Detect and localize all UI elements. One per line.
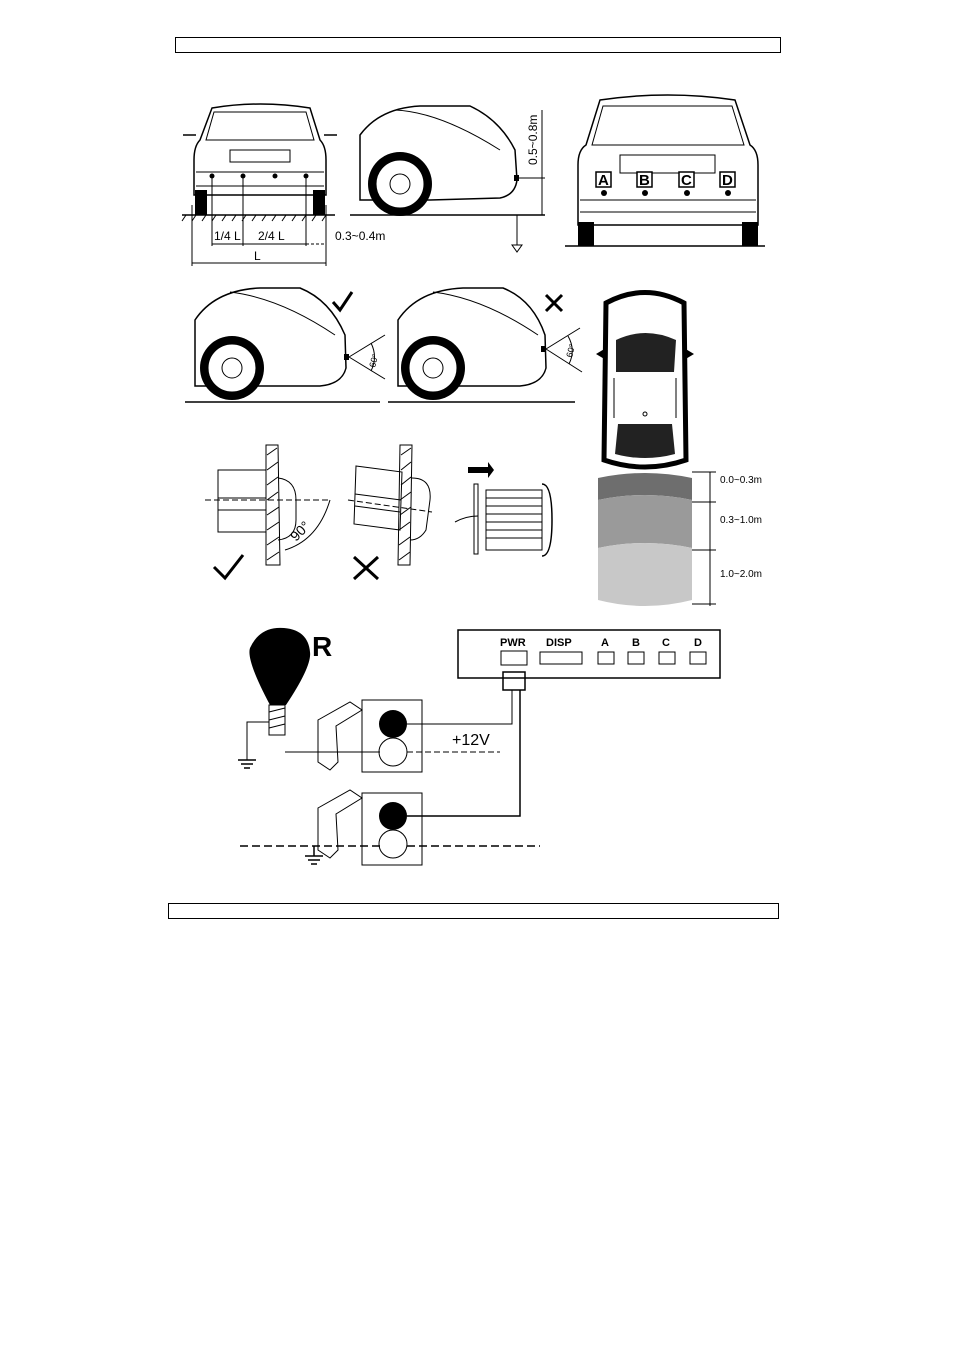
port-a-label: A: [601, 637, 609, 649]
angle-correct: 60°: [185, 288, 385, 402]
zone-near-label: 0.0~0.3m: [720, 475, 762, 486]
ground-icon: [238, 760, 256, 768]
sensor-label-a: A: [598, 172, 609, 189]
port-d-label: D: [694, 637, 702, 649]
port-b-label: B: [632, 637, 640, 649]
angle-wrong: 60°: [388, 288, 582, 402]
sensor-perpendicular: 90°: [205, 445, 330, 578]
wiring-diagram: R PWR DISP A B C D +12V: [238, 628, 720, 865]
check-icon: [333, 292, 352, 310]
reverse-bulb-icon: [249, 628, 310, 705]
zone-far-label: 1.0~2.0m: [720, 569, 762, 580]
zone-mid-label: 0.3~1.0m: [720, 515, 762, 526]
rear-view-car-spacing: 1/4 L 2/4 L 0.3~0.4m L: [182, 104, 385, 266]
port-disp-label: DISP: [546, 637, 572, 649]
port-pwr-label: PWR: [500, 637, 526, 649]
sensor-label-d: D: [722, 172, 733, 189]
voltage-label: +12V: [452, 732, 490, 749]
angle-correct-label: 60°: [367, 352, 380, 368]
reverse-label: R: [312, 631, 332, 662]
sensor-label-c: C: [681, 172, 692, 189]
mount-height-label: 0.5~0.8m: [526, 115, 540, 165]
ground-icon: [305, 846, 323, 864]
check-icon: [214, 555, 243, 578]
top-view-detection-zones: 0.0~0.3m 0.3~1.0m 1.0~2.0m: [596, 293, 762, 607]
control-unit: [458, 630, 720, 678]
length-label: L: [254, 249, 261, 263]
rear-view-sensor-letters: A B C D: [565, 95, 765, 246]
quarter-l-label: 1/4 L: [214, 229, 241, 243]
sensor-insertion: [455, 462, 552, 556]
sensor-label-b: B: [639, 172, 650, 189]
sensor-tilted: [348, 445, 432, 579]
perpendicular-angle-label: 90°: [287, 518, 313, 544]
angle-wrong-label: 60°: [564, 342, 577, 358]
cross-icon: [546, 295, 562, 311]
port-c-label: C: [662, 637, 670, 649]
edge-distance-label: 0.3~0.4m: [335, 229, 385, 243]
cross-icon: [354, 557, 378, 579]
half-l-label: 2/4 L: [258, 229, 285, 243]
arrow-right-icon: [468, 462, 494, 478]
